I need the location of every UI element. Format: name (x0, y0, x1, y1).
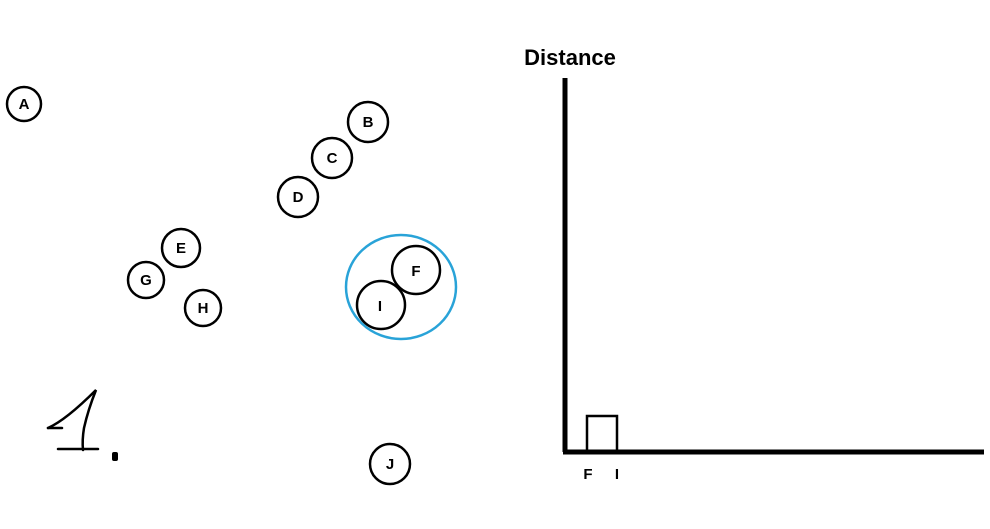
point-g: G (126, 260, 166, 300)
dendrogram-axis-title: Distance (524, 45, 616, 70)
handwritten-step-number (46, 389, 118, 461)
cluster-ring-f-i (344, 233, 458, 341)
point-label-i: I (378, 298, 382, 315)
point-label-g: G (140, 272, 152, 289)
point-b: B (346, 100, 390, 144)
point-label-c: C (327, 150, 338, 167)
dendrogram-leaf-f: F (583, 466, 592, 483)
point-j: J (368, 442, 412, 486)
point-h: H (183, 288, 223, 328)
point-label-a: A (19, 96, 30, 113)
point-d: D (276, 175, 320, 219)
point-label-b: B (363, 114, 374, 131)
point-f: F (390, 244, 442, 296)
point-e: E (160, 227, 202, 269)
point-c: C (310, 136, 354, 180)
point-i: I (355, 279, 407, 331)
point-label-e: E (176, 240, 186, 257)
handwritten-period (112, 452, 118, 461)
dendrogram-link-f-i (585, 414, 619, 452)
dendrogram-leaf-i: I (615, 466, 619, 483)
point-label-h: H (198, 300, 209, 317)
point-label-f: F (411, 263, 420, 280)
point-label-j: J (386, 456, 394, 473)
point-label-d: D (293, 189, 304, 206)
point-a: A (5, 85, 43, 123)
